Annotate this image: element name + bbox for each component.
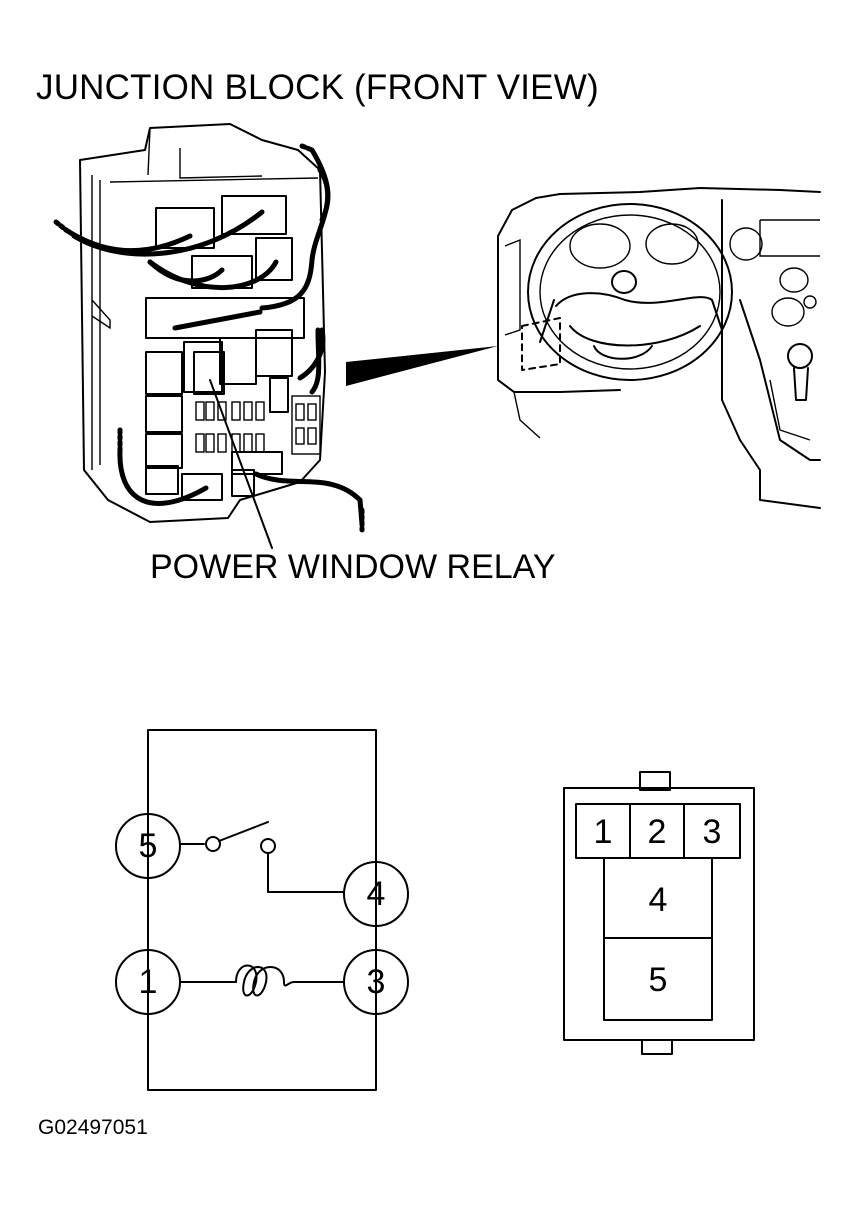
figure-id: G02497051 [38,1116,148,1139]
connector-pin-1: 1 [594,813,613,851]
connector-pin-5: 5 [649,961,668,999]
terminal-4: 4 [343,861,409,927]
connector-pin-2: 2 [648,813,667,851]
terminal-1: 1 [115,949,181,1015]
svg-text:1: 1 [139,963,158,1001]
dashboard-illustration [497,187,821,509]
svg-text:4: 4 [367,875,386,913]
terminal-3: 3 [343,949,409,1015]
location-pointer [346,346,498,386]
diagram-title: JUNCTION BLOCK (FRONT VIEW) [36,68,599,107]
svg-text:5: 5 [139,827,158,865]
terminal-5: 5 [115,813,181,879]
relay-connector-layout: 1 2 3 4 5 [563,771,755,1055]
relay-schematic: 5 4 1 3 [115,729,409,1091]
svg-text:3: 3 [367,963,386,1001]
power-window-relay-label: POWER WINDOW RELAY [150,548,556,586]
junction-block-illustration [53,123,365,549]
connector-pin-3: 3 [703,813,722,851]
connector-pin-4: 4 [649,881,668,919]
